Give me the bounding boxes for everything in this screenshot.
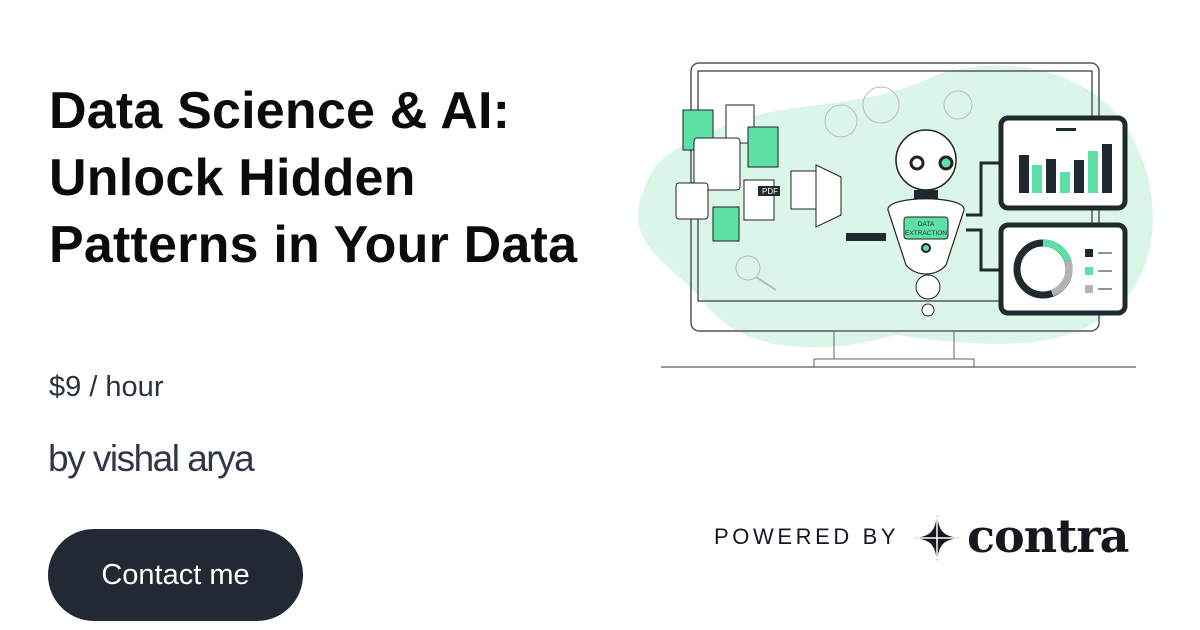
four-point-star-icon xyxy=(915,515,959,561)
robot-label-line2: EXTRACTION xyxy=(905,230,947,237)
robot-label-line1: DATA xyxy=(918,221,935,228)
data-extraction-illustration: PDF DATA EXTRACTION xyxy=(637,62,1153,368)
author-name: by vishal arya xyxy=(48,438,255,479)
contact-me-button[interactable]: Contact me xyxy=(48,529,303,621)
contra-logo[interactable]: contra xyxy=(915,509,1129,563)
service-title: Data Science & AI: Unlock Hidden Pattern… xyxy=(49,82,578,274)
brand-name: contra xyxy=(967,509,1129,563)
powered-by-label: POWERED BY xyxy=(714,524,900,549)
hourly-rate: $9 / hour xyxy=(49,371,164,403)
pdf-label: PDF xyxy=(762,187,778,196)
